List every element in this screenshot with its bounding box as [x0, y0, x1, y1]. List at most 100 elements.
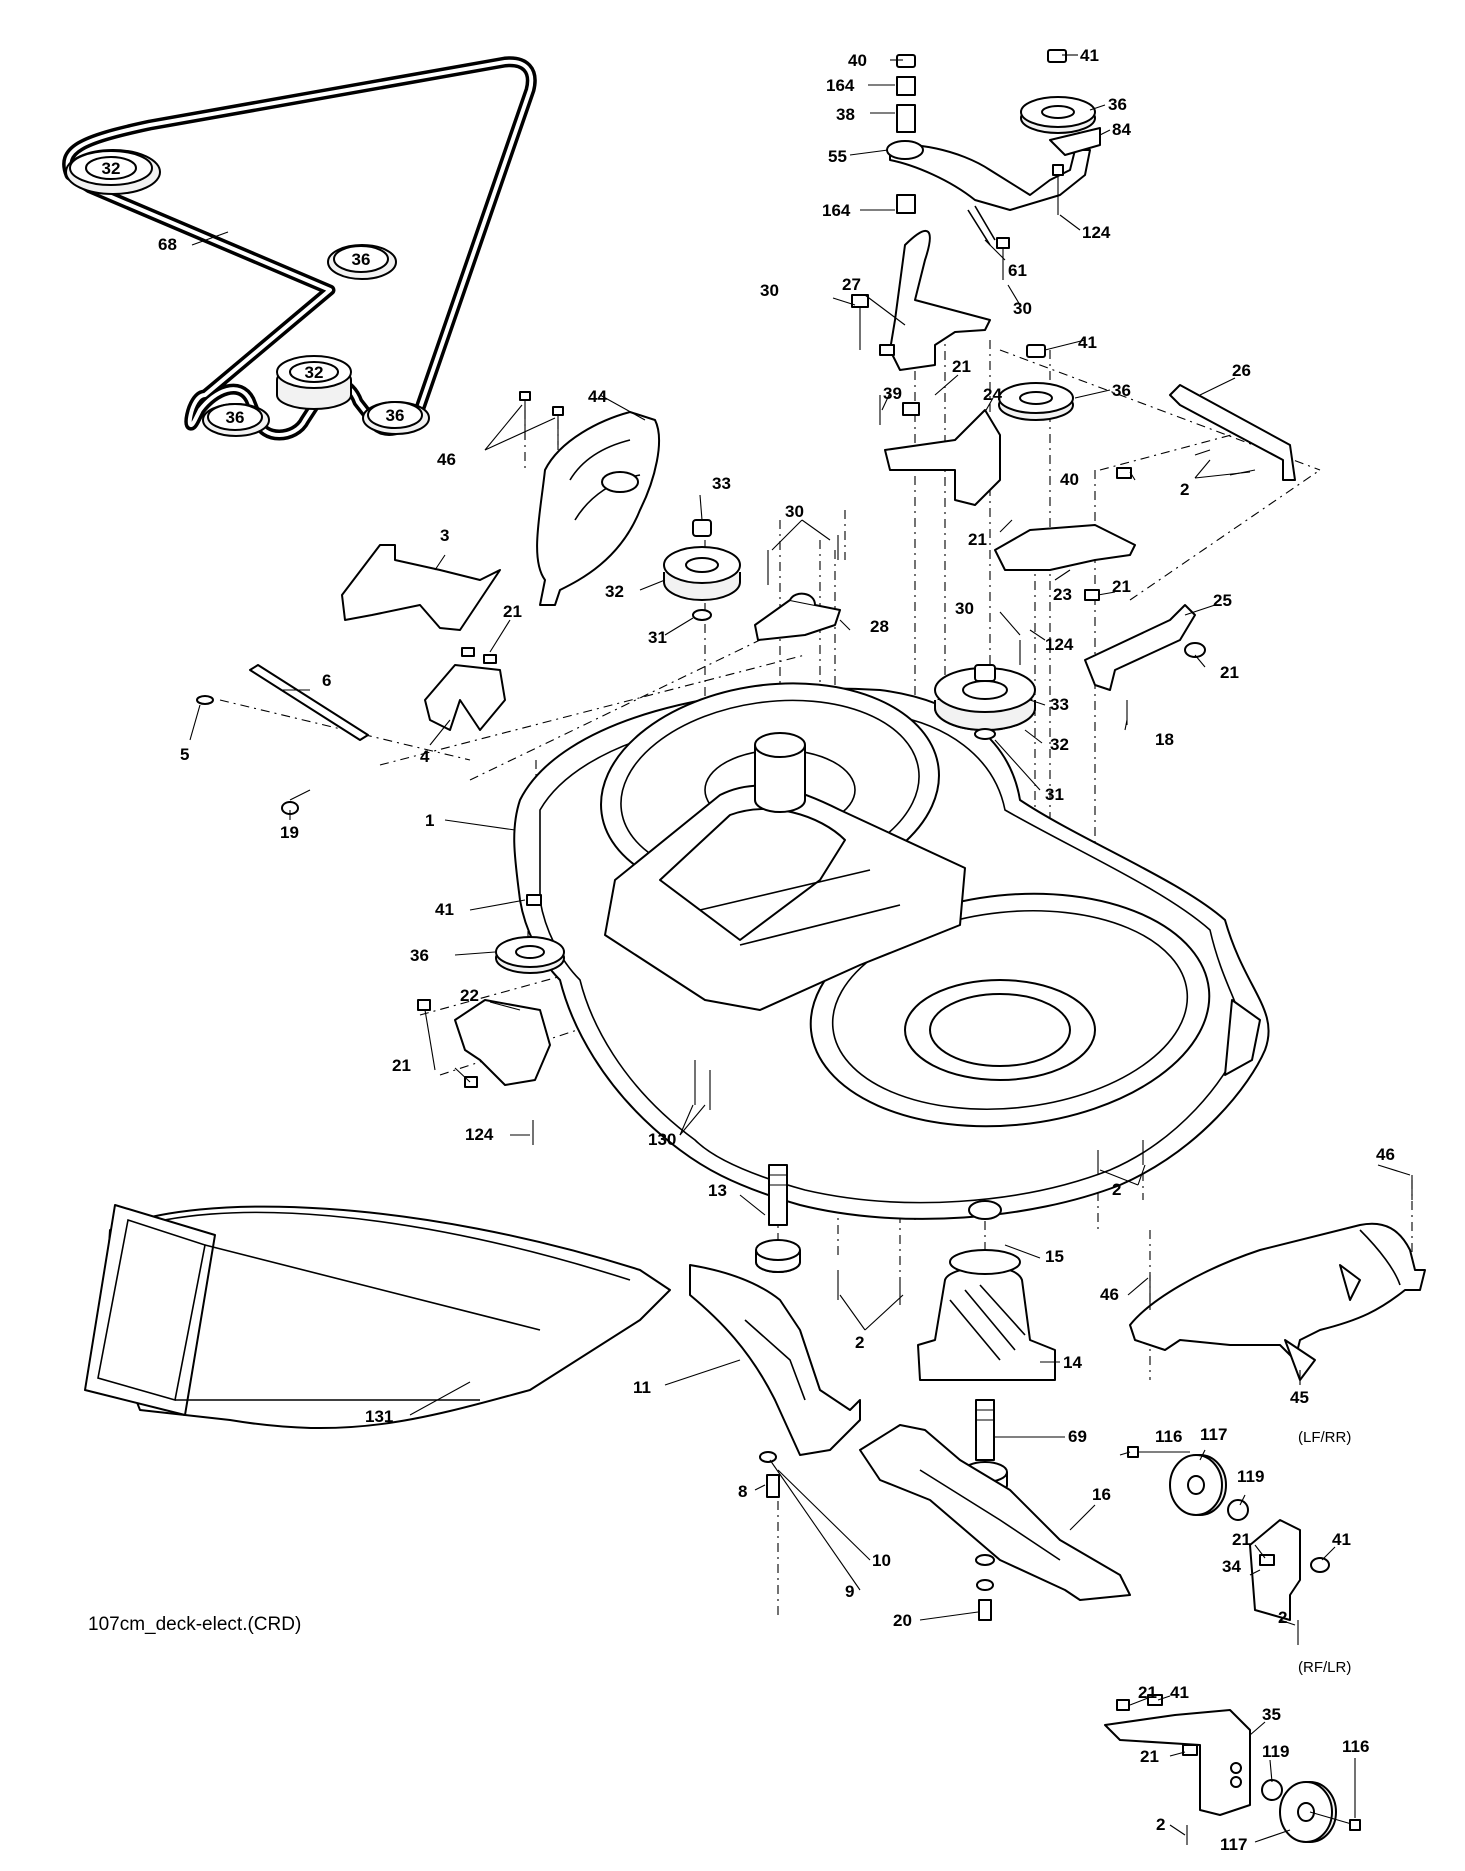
- washer-10-right: [975, 1554, 995, 1566]
- blade-11: [689, 1264, 861, 1456]
- callout: 5: [180, 745, 189, 764]
- callout: 38: [836, 105, 855, 124]
- callout: 68: [158, 235, 177, 254]
- callout: 84: [1112, 120, 1131, 139]
- bracket-24: [884, 409, 1001, 506]
- callout: 21: [1140, 1747, 1159, 1766]
- bracket-22: [454, 999, 551, 1086]
- belt-pulley: 36: [362, 401, 430, 435]
- callout: 41: [1080, 46, 1099, 65]
- bracket-28: [754, 599, 841, 641]
- callout: 8: [738, 1482, 747, 1501]
- callout: 46: [437, 450, 456, 469]
- callout: 32: [605, 582, 624, 601]
- callout: 32: [1050, 735, 1069, 754]
- callout: 36: [410, 946, 429, 965]
- callout: 61: [1008, 261, 1027, 280]
- callout: 1: [425, 811, 434, 830]
- bracket-4: [424, 664, 506, 731]
- discharge-chute-131: [84, 1204, 671, 1430]
- callout: 119: [1262, 1742, 1289, 1761]
- spindle-13: [755, 1164, 801, 1273]
- callout: 30: [760, 281, 779, 300]
- callout: 15: [1045, 1247, 1064, 1266]
- bracket-26: [1169, 384, 1296, 481]
- variant-label-lf-rr: (LF/RR): [1298, 1429, 1351, 1446]
- leader-lines: [189, 54, 1411, 1843]
- callout: 124: [1082, 223, 1111, 242]
- callout: 41: [435, 900, 454, 919]
- callout: 24: [983, 385, 1002, 404]
- drive-belt-inset: 32 36 32 36 36: [62, 56, 537, 441]
- idler-bracket-27: [889, 230, 991, 371]
- callout: 119: [1237, 1467, 1264, 1486]
- callout: 30: [785, 502, 804, 521]
- bracket-23: [994, 524, 1136, 571]
- callout: 2: [855, 1333, 864, 1352]
- belt-pulley-label: 36: [226, 408, 245, 427]
- callout: 26: [1232, 361, 1251, 380]
- callout: 2: [1156, 1815, 1165, 1834]
- blade-16: [859, 1424, 1131, 1601]
- callout: 36: [1112, 381, 1131, 400]
- callout: 46: [1376, 1145, 1395, 1164]
- bolt-8: [766, 1474, 780, 1498]
- bracket-3: [341, 544, 501, 631]
- diagram-caption: 107cm_deck-elect.(CRD): [88, 1614, 301, 1635]
- callout: 35: [1262, 1705, 1281, 1724]
- callout: 11: [633, 1378, 651, 1397]
- variant-label-rf-lr: (RF/LR): [1298, 1659, 1351, 1676]
- bolt-20: [978, 1599, 992, 1621]
- callout: 4: [420, 747, 430, 766]
- callout: 40: [1060, 470, 1079, 489]
- callout: 21: [1220, 663, 1239, 682]
- washer-10-left: [759, 1451, 777, 1463]
- belt-pulley: 36: [202, 403, 270, 437]
- gauge-wheel-lf-rr: [1127, 1446, 1330, 1645]
- idler-pulley-top: [1020, 96, 1096, 134]
- callout: 130: [648, 1130, 676, 1149]
- callout: 21: [968, 530, 987, 549]
- callout: 13: [708, 1181, 727, 1200]
- belt-pulley: 32: [276, 355, 352, 410]
- callout: 45: [1290, 1388, 1309, 1407]
- callout: 124: [1045, 635, 1074, 654]
- callout: 164: [822, 201, 851, 220]
- callout: 21: [392, 1056, 411, 1075]
- callout: 40: [848, 51, 867, 70]
- callout: 21: [1232, 1530, 1251, 1549]
- callout: 28: [870, 617, 889, 636]
- callout: 116: [1342, 1737, 1369, 1756]
- callout: 9: [845, 1582, 854, 1601]
- callout: 10: [872, 1551, 891, 1570]
- deck-pulley-right: [934, 640, 1036, 740]
- callout: 31: [648, 628, 667, 647]
- callout: 27: [842, 275, 861, 294]
- callout: 41: [1170, 1683, 1189, 1702]
- callout: 55: [828, 147, 847, 166]
- callout: 31: [1045, 785, 1064, 804]
- callout: 6: [322, 671, 331, 690]
- gauge-wheel-rf-lr: [1104, 1694, 1361, 1845]
- callout: 21: [952, 357, 971, 376]
- belt-pulley: 36: [327, 244, 397, 280]
- idler-arm-assembly: [851, 49, 1101, 425]
- belt-pulley-label: 36: [352, 250, 371, 269]
- bracket-25: [1084, 589, 1206, 725]
- callout: 20: [893, 1611, 912, 1630]
- callout: 21: [1138, 1683, 1157, 1702]
- callout: 41: [1332, 1530, 1351, 1549]
- callout: 16: [1092, 1485, 1111, 1504]
- callout: 44: [588, 387, 607, 406]
- callout: 34: [1222, 1557, 1241, 1576]
- callout: 22: [460, 986, 479, 1005]
- callout: 2: [1180, 480, 1189, 499]
- belt-pulley-label: 32: [102, 159, 121, 178]
- callout: 19: [280, 823, 299, 842]
- callout: 23: [1053, 585, 1072, 604]
- callout: 30: [955, 599, 974, 618]
- belt-pulley-label: 36: [386, 406, 405, 425]
- pulley-36-left: [495, 894, 565, 974]
- callout: 124: [465, 1125, 494, 1144]
